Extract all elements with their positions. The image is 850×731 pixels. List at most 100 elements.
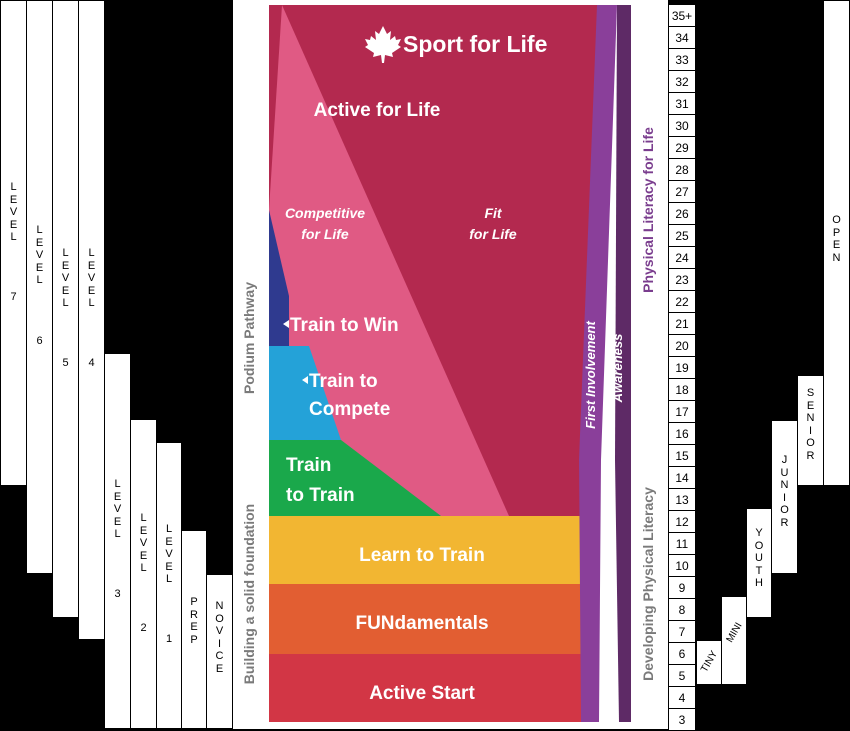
age-cell: 22	[668, 290, 696, 313]
level-7-number: 7	[10, 291, 17, 303]
learn-to-train-label: Learn to Train	[359, 545, 485, 566]
active-start-band	[269, 654, 589, 722]
age-cell: 4	[668, 686, 696, 709]
age-cell: 34	[668, 26, 696, 49]
ltad-diagram: Sport for Life Active for Life Competiti…	[269, 0, 632, 729]
age-cell: 19	[668, 356, 696, 379]
maple-leaf-icon	[365, 26, 401, 63]
train-to-compete-line2: Compete	[309, 399, 390, 420]
age-cell: 8	[668, 598, 696, 621]
train-to-compete-line1: Train to	[309, 371, 378, 392]
active-start-label: Active Start	[369, 683, 475, 704]
age-cell: 5	[668, 664, 696, 687]
age-cell: 17	[668, 400, 696, 423]
competitive-for-life-line2: for Life	[301, 226, 349, 242]
age-cell: 14	[668, 466, 696, 489]
active-for-life-label: Active for Life	[314, 100, 441, 121]
age-cell: 20	[668, 334, 696, 357]
age-cell: 21	[668, 312, 696, 335]
train-to-train-line1: Train	[286, 455, 331, 476]
age-cell: 29	[668, 136, 696, 159]
level-5-number: 5	[62, 357, 69, 369]
age-cell: 33	[668, 48, 696, 71]
age-cell: 31	[668, 92, 696, 115]
level-6-number: 6	[36, 335, 43, 347]
fundamentals-band	[269, 584, 589, 654]
first-involvement-band	[579, 5, 617, 722]
age-cell: 11	[668, 532, 696, 555]
age-cell: 9	[668, 576, 696, 599]
age-cell: 10	[668, 554, 696, 577]
train-to-train-region	[269, 440, 441, 516]
level-3-number: 3	[114, 588, 121, 600]
left-side-label-strip	[233, 0, 269, 729]
level-2-number: 2	[140, 622, 147, 634]
foundation-label: Building a solid foundation	[241, 503, 257, 685]
age-cell: 28	[668, 158, 696, 181]
age-cell: 16	[668, 422, 696, 445]
mini-column: MINI	[721, 596, 747, 685]
age-cell: 12	[668, 510, 696, 533]
train-to-win-arrow-icon	[283, 320, 289, 328]
competitive-for-life-region	[269, 5, 509, 516]
fundamentals-label: FUNdamentals	[355, 613, 488, 634]
age-cell: 27	[668, 180, 696, 203]
first-involvement-label: First Involvement	[583, 321, 598, 429]
train-to-win-label: Train to Win	[290, 315, 399, 336]
age-cell: 25	[668, 224, 696, 247]
level-4-number: 4	[88, 357, 95, 369]
age-cell: 26	[668, 202, 696, 225]
logo-text: Sport for Life	[403, 31, 547, 57]
level-1-number: 1	[165, 633, 173, 645]
age-cell: 24	[668, 246, 696, 269]
train-to-compete-arrow-icon	[302, 376, 308, 384]
train-to-train-line2: to Train	[286, 485, 355, 506]
awareness-label: Awareness	[610, 334, 625, 404]
podium-pathway-label: Podium Pathway	[241, 281, 257, 395]
age-cell: 6	[668, 642, 696, 665]
age-cell: 30	[668, 114, 696, 137]
developing-physical-literacy-label: Developing Physical Literacy	[640, 487, 656, 681]
physical-literacy-for-life-label: Physical Literacy for Life	[640, 127, 656, 293]
age-cell: 7	[668, 620, 696, 643]
age-cell: 13	[668, 488, 696, 511]
age-cell: 32	[668, 70, 696, 93]
age-cell: 35+	[668, 4, 696, 27]
age-cell: 15	[668, 444, 696, 467]
age-cell: 18	[668, 378, 696, 401]
fit-for-life-line2: for Life	[469, 226, 517, 242]
train-to-compete-region	[269, 346, 341, 440]
competitive-for-life-line1: Competitive	[285, 205, 365, 221]
fit-for-life-line1: Fit	[484, 205, 502, 221]
awareness-band	[615, 5, 631, 722]
mini-label: MINI	[724, 620, 745, 645]
right-side-label-strip	[632, 0, 668, 729]
train-to-win-region	[269, 210, 289, 346]
learn-to-train-band	[269, 516, 589, 584]
age-cell: 23	[668, 268, 696, 291]
